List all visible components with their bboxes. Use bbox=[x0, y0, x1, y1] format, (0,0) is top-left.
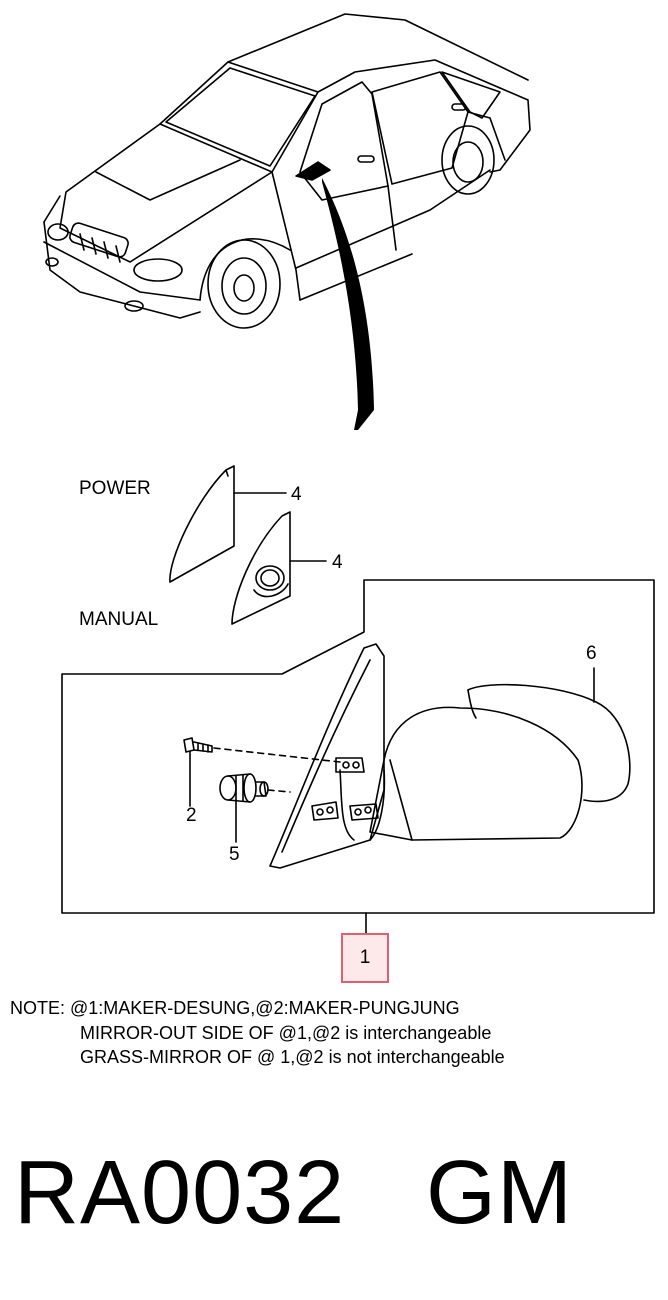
manual-label: MANUAL bbox=[79, 609, 159, 630]
glass-mirror-manual bbox=[231, 511, 291, 625]
callout-2: 2 bbox=[186, 805, 197, 826]
callout-4-power: 4 bbox=[291, 484, 302, 505]
car-mirror-marker bbox=[295, 161, 331, 181]
grommet-part bbox=[219, 773, 269, 803]
mirror-assembly bbox=[269, 643, 631, 869]
grommet-path bbox=[267, 789, 291, 793]
callout-4-manual: 4 bbox=[332, 552, 343, 573]
pointer-arrow bbox=[322, 178, 374, 430]
brand-code: GM bbox=[426, 1143, 573, 1243]
bolt-part bbox=[183, 737, 213, 753]
assembly-frame bbox=[61, 579, 655, 914]
note-line-3: GRASS-MIRROR OF @ 1,@2 is not interchang… bbox=[80, 1047, 505, 1067]
car-illustration bbox=[43, 13, 531, 329]
callout-1-highlight[interactable]: 1 bbox=[341, 933, 389, 983]
note-line-2: MIRROR-OUT SIDE OF @1,@2 is interchangea… bbox=[80, 1023, 492, 1043]
part-code: RA0032 bbox=[14, 1143, 346, 1243]
bolt-path bbox=[213, 747, 341, 763]
glass-mirror-power bbox=[169, 465, 235, 583]
callout-6: 6 bbox=[586, 643, 597, 664]
callout-1: 1 bbox=[359, 947, 371, 968]
note-line-1: NOTE: @1:MAKER-DESUNG,@2:MAKER-PUNGJUNG bbox=[10, 998, 460, 1018]
callout-5: 5 bbox=[229, 844, 240, 865]
power-label: POWER bbox=[79, 478, 151, 499]
